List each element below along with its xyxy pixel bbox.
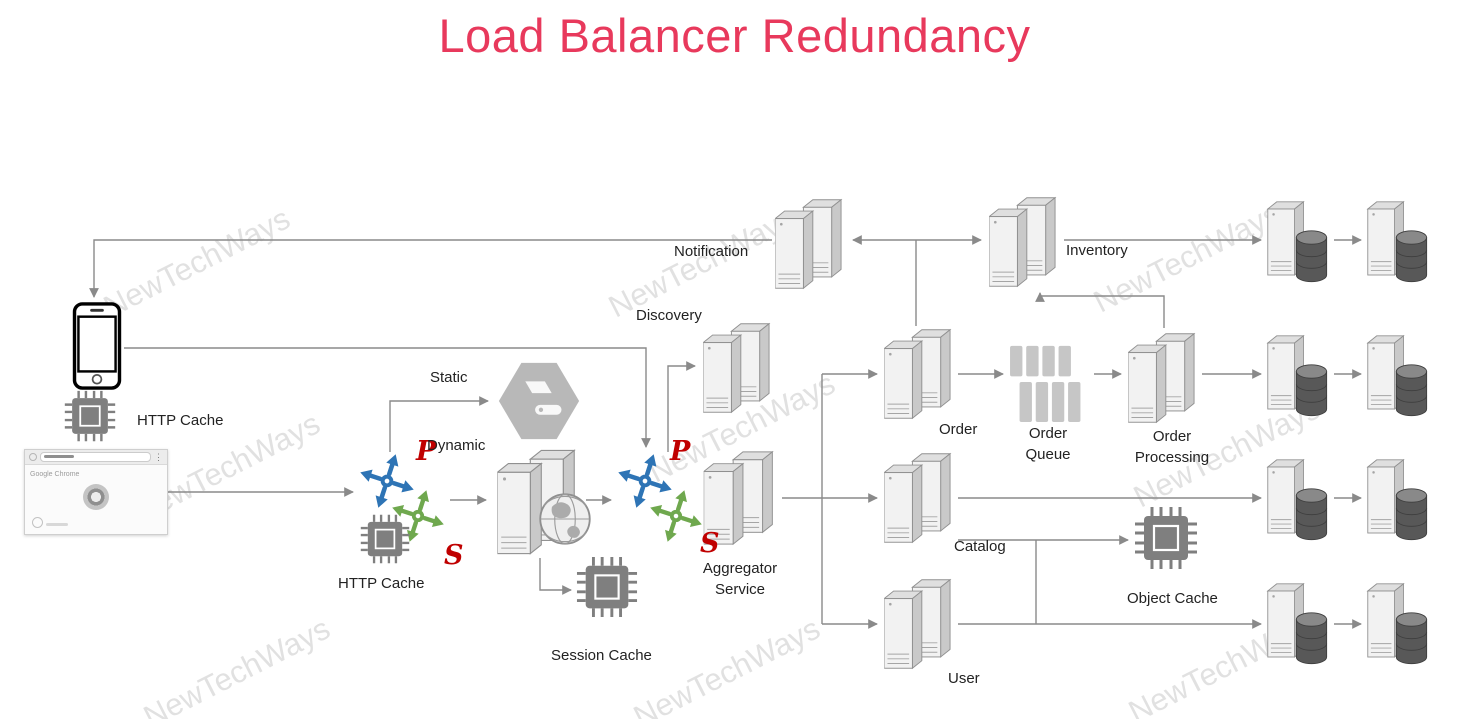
load-balancer-2-secondary-icon: [648, 488, 704, 544]
order-queue-label: Order Queue: [1025, 425, 1071, 463]
conn-processing-to-inventory: [1035, 292, 1165, 328]
discovery-label: Discovery: [636, 307, 702, 324]
object-cache-icon: [1134, 506, 1198, 570]
conn-notification-to-mobile: [89, 239, 772, 298]
conn-web-server-to-session-cache: [539, 558, 572, 595]
session-cache-icon: [576, 556, 638, 618]
db-order-primary-icon: [1266, 328, 1332, 424]
lb1-secondary-annotation: S: [444, 540, 464, 571]
browser-window[interactable]: ⋮ Google Chrome: [24, 449, 168, 535]
browser-address-bar[interactable]: [40, 452, 151, 462]
order-servers-icon: [882, 326, 956, 422]
conn-mobile-to-lb2: [124, 347, 651, 448]
browser-back-icon[interactable]: [29, 453, 37, 461]
user-label: User: [948, 670, 980, 687]
order-queue-icon: [1008, 344, 1092, 422]
db-user-replica-icon: [1366, 576, 1432, 672]
aggregator-service-label: Aggregator Service: [702, 560, 778, 598]
inventory-label: Inventory: [1066, 242, 1128, 259]
lb1-primary-annotation: P: [416, 436, 437, 467]
db-catalog-replica-icon: [1366, 452, 1432, 548]
lb2-primary-annotation: P: [670, 436, 691, 467]
notification-label: Notification: [674, 243, 749, 260]
browser-toolbar: ⋮: [25, 450, 167, 465]
notification-servers-icon: [772, 196, 848, 292]
db-inventory-replica-icon: [1366, 194, 1432, 290]
order-label: Order: [939, 421, 978, 438]
db-catalog-primary-icon: [1266, 452, 1332, 548]
browser-status-bar: [46, 523, 68, 526]
discovery-servers-icon: [700, 320, 776, 416]
db-inventory-primary-icon: [1266, 194, 1332, 290]
conn-lb2-to-discovery: [667, 361, 696, 452]
http-cache-lb-icon: [360, 514, 410, 564]
static-label: Static: [430, 369, 468, 386]
static-content-server-icon: [494, 356, 584, 446]
db-order-replica-icon: [1366, 328, 1432, 424]
lb2-secondary-annotation: S: [700, 528, 720, 559]
db-user-primary-icon: [1266, 576, 1332, 672]
web-server-globe-icon: [537, 491, 593, 547]
user-servers-icon: [882, 576, 956, 672]
inventory-servers-icon: [986, 194, 1062, 290]
browser-name-label: Google Chrome: [30, 471, 80, 478]
object-cache-label: Object Cache: [1127, 590, 1218, 607]
session-cache-label: Session Cache: [551, 647, 652, 664]
dynamic-label: Dynamic: [427, 437, 486, 454]
http-cache-lb-label: HTTP Cache: [338, 575, 425, 592]
browser-menu-icon[interactable]: ⋮: [154, 451, 163, 462]
order-processing-label: Order Processing: [1134, 428, 1210, 466]
mobile-client-icon: [72, 302, 122, 390]
http-cache-client-icon: [64, 390, 116, 442]
catalog-label: Catalog: [954, 538, 1006, 555]
diagram-title: Load Balancer Redundancy: [438, 9, 1031, 62]
order-processing-servers-icon: [1126, 330, 1200, 426]
http-cache-client-label: HTTP Cache: [137, 412, 224, 429]
catalog-servers-icon: [882, 450, 956, 546]
chrome-logo-icon: [83, 484, 109, 510]
browser-profile-icon: [32, 517, 43, 528]
conn-lb1-to-static-server: [389, 396, 489, 452]
